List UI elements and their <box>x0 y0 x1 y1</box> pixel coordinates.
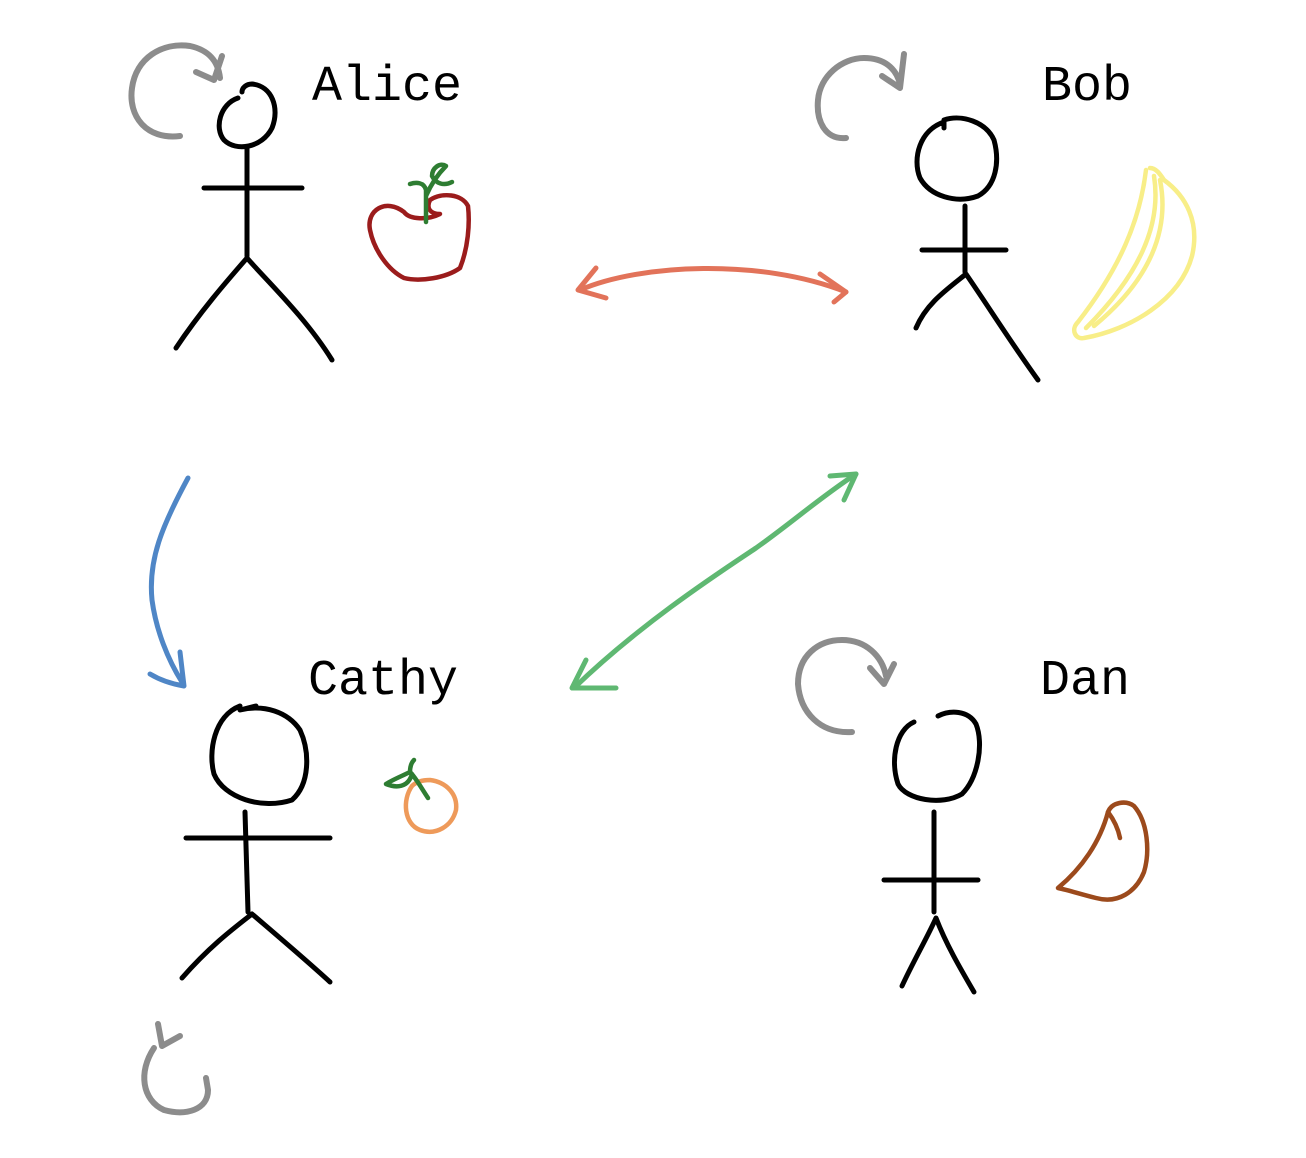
stick-figure-bob <box>913 115 1041 383</box>
orange-stem <box>383 757 431 801</box>
bread-icon <box>1055 800 1150 902</box>
arrowhead-right-alice-bob <box>817 271 849 305</box>
stick-figure-cathy <box>179 703 333 985</box>
banana-inner-line <box>1083 173 1165 331</box>
orange-icon <box>383 757 459 834</box>
relation-line-alice-cathy <box>148 475 191 685</box>
self-loop-arrow-alice <box>128 42 223 140</box>
banana-outline <box>1072 165 1197 341</box>
self-loop-icon-dan <box>795 637 897 736</box>
self-loop-icon-bob <box>814 51 907 142</box>
person-name-alice: Alice <box>312 59 462 116</box>
apple-icon <box>367 162 471 282</box>
banana-icon <box>1072 165 1197 341</box>
arrowhead-bob-end <box>827 471 859 503</box>
person-dan: Dan <box>795 637 1150 995</box>
self-loop-arrowhead-dan <box>867 661 897 687</box>
arrowhead-alice-cathy <box>147 649 187 689</box>
stick-figure-dan <box>881 709 982 995</box>
head-dan <box>892 709 982 803</box>
person-name-bob: Bob <box>1042 59 1132 116</box>
self-loop-arrow-bob <box>814 55 903 142</box>
orange-body <box>403 777 459 834</box>
self-loop-icon-alice <box>128 42 225 140</box>
person-name-dan: Dan <box>1040 653 1130 710</box>
person-cathy: Cathy <box>179 653 459 985</box>
head-alice <box>216 81 278 150</box>
apple-stem <box>407 162 455 225</box>
bread-crease <box>1105 809 1123 841</box>
legs-bob <box>913 271 1041 383</box>
self-loop-arrow-dan <box>795 637 889 736</box>
relation-line-cathy-bob <box>571 471 859 691</box>
self-loop-arrowhead-alice <box>193 53 225 83</box>
person-bob: Bob <box>814 51 1197 383</box>
relation-alice-bob <box>575 265 849 305</box>
legs-cathy <box>179 911 333 985</box>
head-cathy <box>209 703 310 806</box>
self-loop-arrowhead-cathy <box>155 1021 183 1049</box>
legs-dan <box>899 915 977 995</box>
legs-alice <box>173 255 335 363</box>
head-bob <box>914 115 1000 202</box>
relation-cathy-bob <box>569 471 859 691</box>
arrowhead-cathy-end <box>569 657 619 691</box>
body-cathy <box>242 809 251 915</box>
arrowhead-left-alice-bob <box>575 265 609 301</box>
self-loop-arrowhead-bob <box>879 51 907 91</box>
bread-outline <box>1055 800 1150 902</box>
stick-figure-alice <box>173 81 335 363</box>
person-name-cathy: Cathy <box>308 653 458 710</box>
relation-line-alice-bob <box>577 265 849 295</box>
apple-body <box>367 192 471 282</box>
relation-alice-cathy <box>147 475 191 689</box>
self-loop-icon-cathy <box>141 1021 211 1116</box>
self-loop-arrow-cathy <box>141 1045 211 1116</box>
person-alice: Alice <box>128 42 471 363</box>
